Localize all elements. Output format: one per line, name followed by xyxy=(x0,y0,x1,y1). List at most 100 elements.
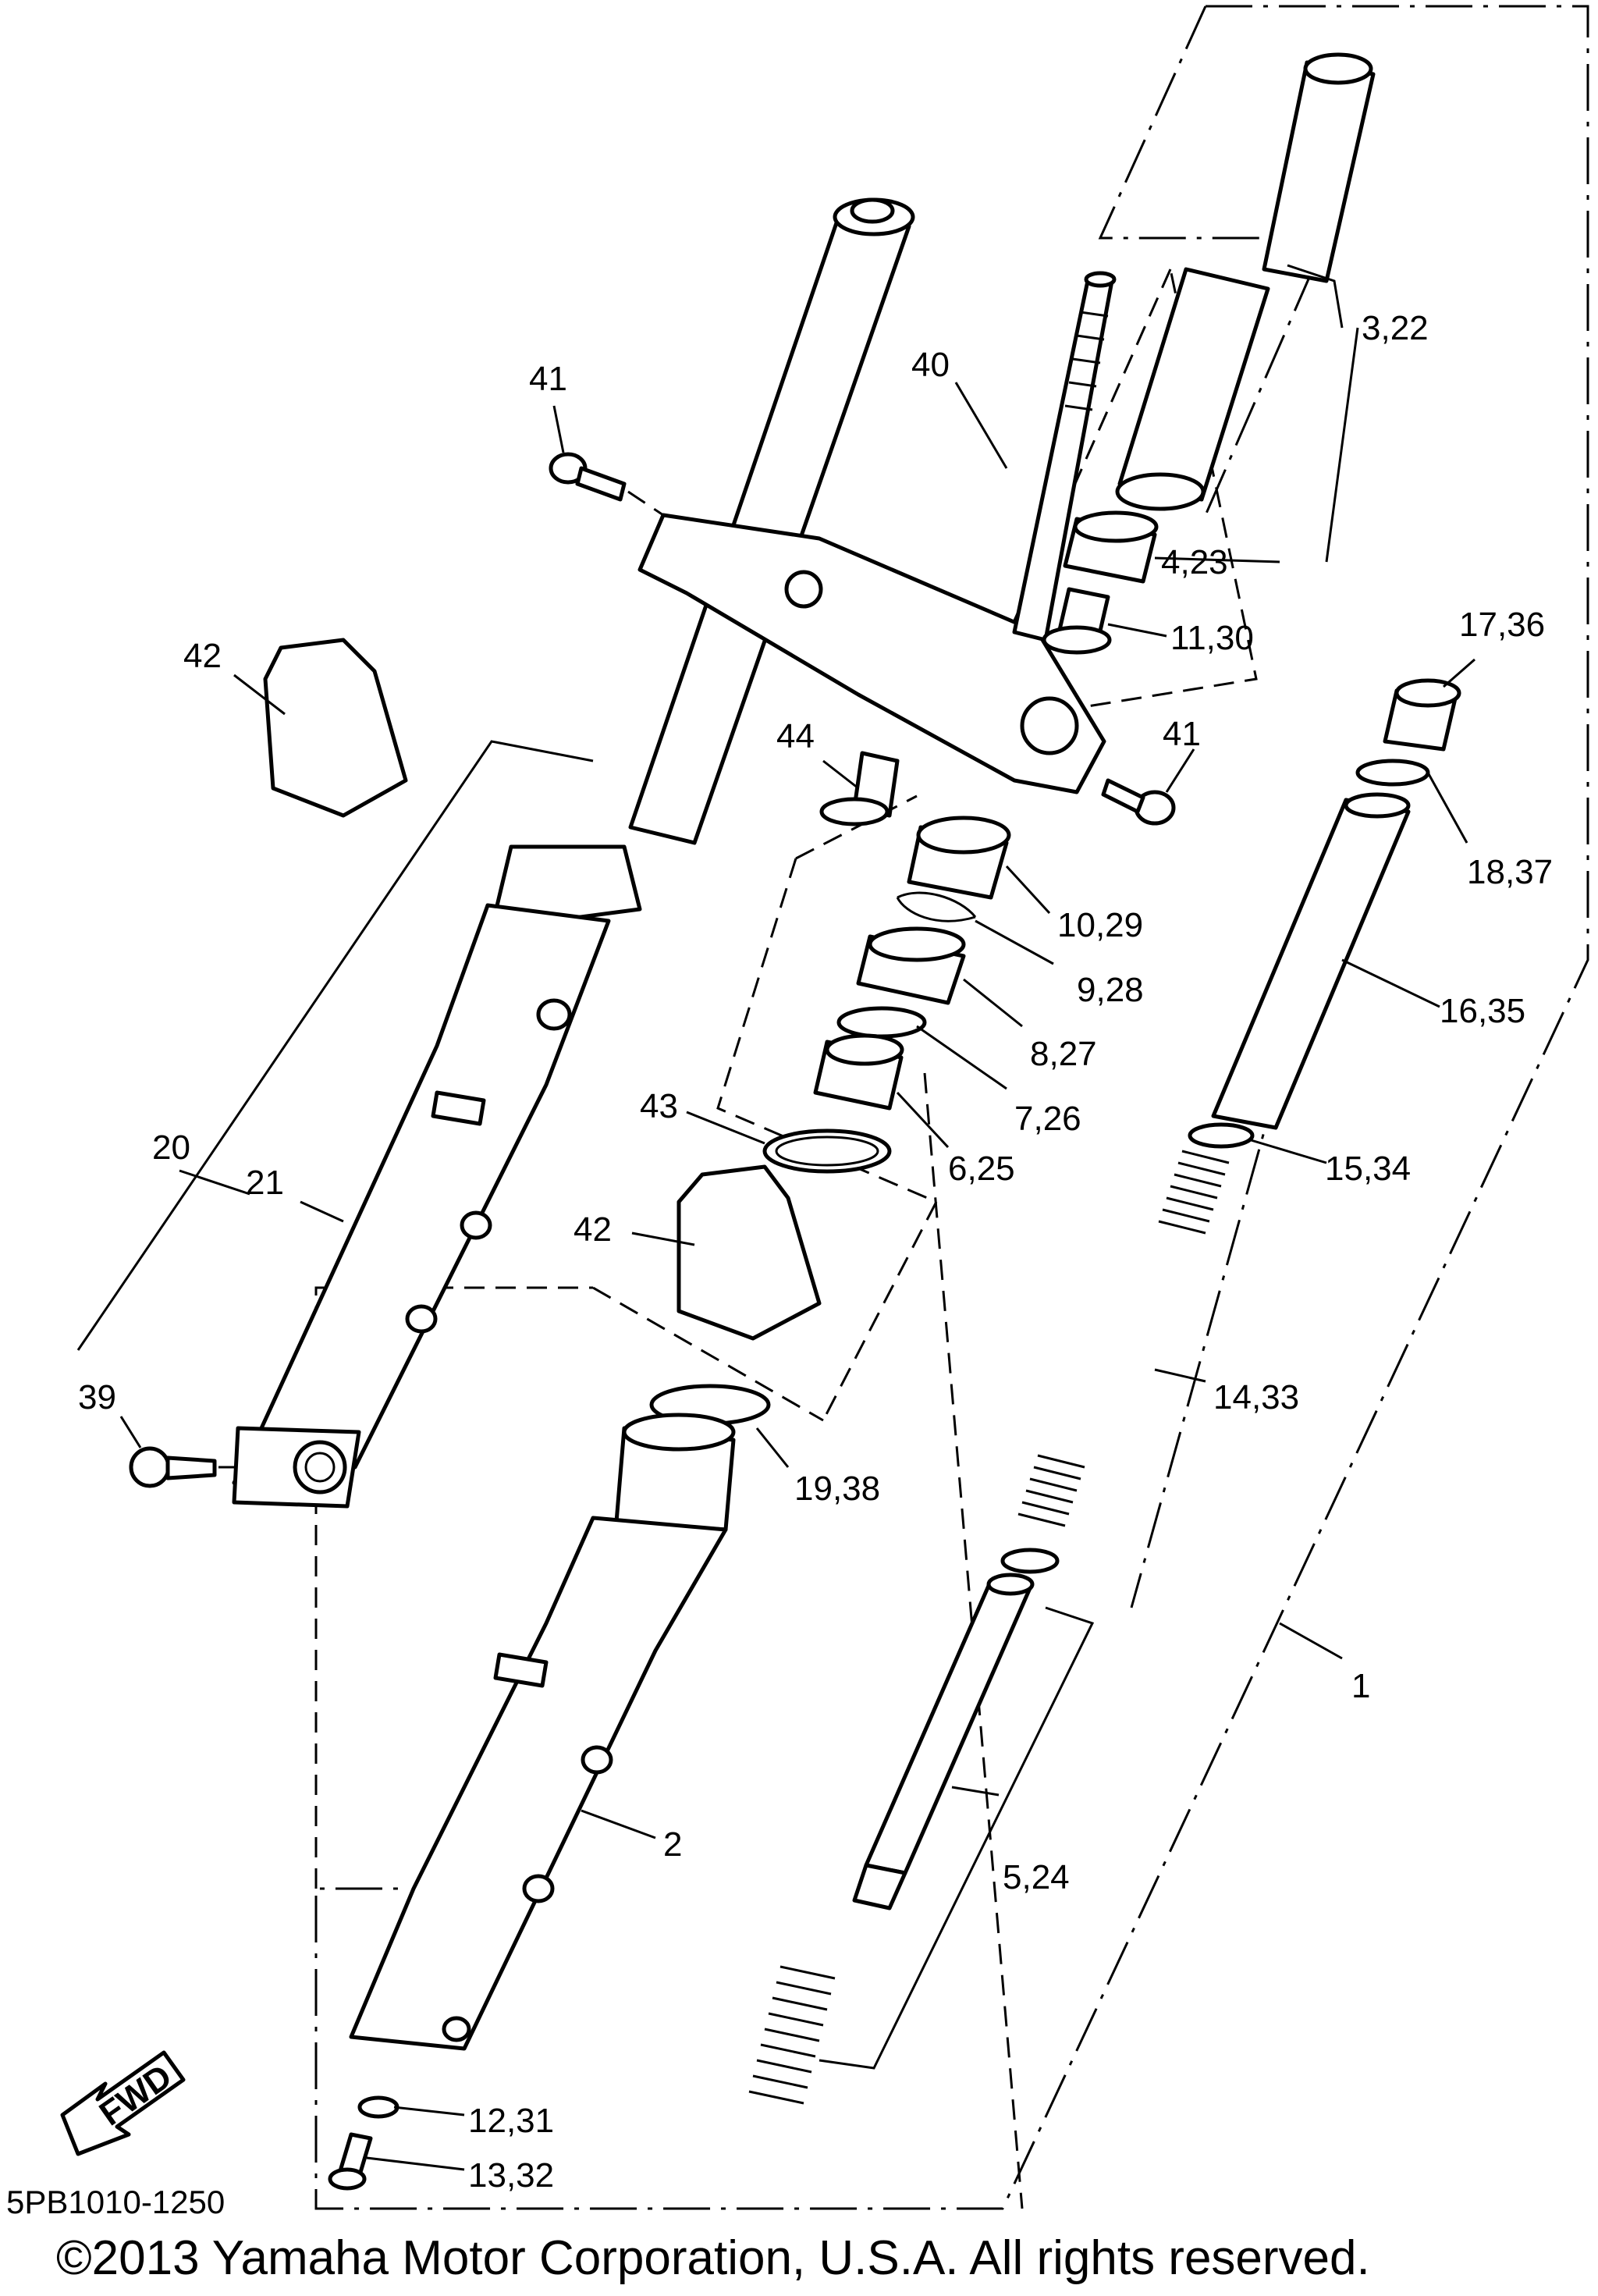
callout-14-33: 14,33 xyxy=(1213,1378,1299,1416)
callout-13-32: 13,32 xyxy=(468,2156,554,2195)
bolt-39-shank xyxy=(165,1455,217,1480)
under-bracket-body xyxy=(637,513,1106,794)
ring-43 xyxy=(762,1128,892,1174)
outer-tube-2-body xyxy=(349,1516,728,2051)
callout-42-mid: 42 xyxy=(574,1210,612,1249)
under-bracket-right-hole xyxy=(1020,696,1079,755)
leader-21 xyxy=(76,740,594,1351)
bushing-6-25-top xyxy=(825,1033,904,1066)
callout-6-25: 6,25 xyxy=(948,1150,1015,1188)
leader-18-37 xyxy=(1426,772,1468,844)
leader-20 xyxy=(179,1169,250,1196)
cover-42-mid-body xyxy=(676,1164,822,1341)
callout-15-34: 15,34 xyxy=(1325,1150,1411,1188)
leader-41-top xyxy=(552,405,565,453)
callout-10-29: 10,29 xyxy=(1057,906,1143,944)
leader-39 xyxy=(119,1416,142,1448)
leader-7-26 xyxy=(916,1025,1007,1090)
stem-nut-44 xyxy=(819,751,900,826)
seal-10-29-top xyxy=(916,816,1011,855)
callout-17-36: 17,36 xyxy=(1459,606,1545,644)
left-outer-tube-boss-1 xyxy=(536,998,572,1031)
fork-spring-14-33-upper xyxy=(1158,1150,1230,1235)
leader-43 xyxy=(686,1111,765,1145)
stem-nut-44-flange xyxy=(819,797,890,826)
left-fork-leg xyxy=(232,197,915,1509)
callout-20: 20 xyxy=(152,1128,190,1167)
fwd-arrow: FWD xyxy=(60,2050,186,2156)
callout-19-38: 19,38 xyxy=(794,1470,880,1508)
fork-spring-14-33-lower xyxy=(1017,1454,1085,1527)
leader-3-22 xyxy=(1287,264,1359,563)
leader-10-29 xyxy=(1005,865,1051,915)
bushing-4-23 xyxy=(1063,510,1159,584)
callout-21: 21 xyxy=(246,1164,284,1202)
washer-15-34 xyxy=(1188,1122,1255,1149)
spacer-16-35 xyxy=(1211,792,1411,1130)
callout-7-26: 7,26 xyxy=(1014,1100,1081,1138)
callout-43: 43 xyxy=(640,1087,678,1125)
callout-40: 40 xyxy=(911,346,950,384)
bolt-41-top-axis xyxy=(627,490,664,517)
fork-spring-14-33 xyxy=(1017,1150,1230,1527)
leader-2 xyxy=(581,1809,656,1839)
outer-tube-2-boss-1 xyxy=(581,1745,613,1775)
callout-42-top: 42 xyxy=(183,637,222,675)
leader-44 xyxy=(822,759,859,790)
callout-18-37: 18,37 xyxy=(1467,853,1553,891)
left-axle-hole-inner xyxy=(304,1452,336,1483)
callout-labels: 40 41 3,22 4,23 11,30 17,36 42 44 41 18,… xyxy=(78,309,1553,2195)
fork-assembly-1-outline xyxy=(314,5,1589,2210)
bolt-13-32 xyxy=(328,2132,373,2191)
callout-5-24: 5,24 xyxy=(1003,1858,1070,1896)
steering-stem xyxy=(1012,275,1114,642)
outer-tube-2-rim xyxy=(622,1413,736,1452)
callout-9-28: 9,28 xyxy=(1077,971,1144,1009)
leader-14-33 xyxy=(1154,1368,1206,1383)
leader-8-27 xyxy=(963,978,1023,1028)
inner-tube-axis-line xyxy=(1130,795,1359,1608)
outer-tube-2-boss-3 xyxy=(442,2016,471,2042)
callout-12-31: 12,31 xyxy=(468,2102,554,2140)
left-outer-tube xyxy=(232,903,611,1485)
leader-17-36 xyxy=(1443,658,1475,688)
upper-tube-lower xyxy=(1117,267,1270,502)
callout-8-27: 8,27 xyxy=(1030,1035,1097,1073)
bushing-11-30 xyxy=(1042,587,1112,655)
leader-12-31 xyxy=(393,2106,465,2117)
seal-10-29 xyxy=(907,816,1011,900)
spacer-16-35-top xyxy=(1344,792,1411,819)
leader-42-top xyxy=(233,674,286,716)
diagram-code: 5PB1010-1250 xyxy=(6,2184,225,2220)
seal-8-27 xyxy=(856,926,966,1005)
seal-8-27-top xyxy=(868,926,966,962)
ring-5-24-top xyxy=(1000,1548,1060,1574)
fwd-arrow-icon xyxy=(60,2050,186,2156)
left-axle-hole xyxy=(293,1440,347,1495)
cap-bolt-17-36 xyxy=(1383,678,1461,752)
leader-42-mid xyxy=(631,1232,695,1246)
callout-4-23: 4,23 xyxy=(1161,543,1228,581)
callout-3-22: 3,22 xyxy=(1362,309,1429,347)
leader-6-25 xyxy=(896,1091,950,1149)
callout-44: 44 xyxy=(776,717,815,755)
outer-tube-2-pin xyxy=(493,1652,549,1688)
leader-13-32 xyxy=(366,2156,465,2171)
copyright-notice: ©2013 Yamaha Motor Corporation, U.S.A. A… xyxy=(56,2231,1370,2285)
washer-7-26 xyxy=(836,1006,927,1039)
upper-tube-top xyxy=(1262,60,1376,283)
bolt-13-32-head xyxy=(328,2167,367,2191)
damper-rod-tip xyxy=(852,1863,907,1910)
cover-42-mid xyxy=(676,1164,822,1341)
clip-9-28 xyxy=(896,891,977,922)
bolt-39-head xyxy=(129,1446,171,1488)
leader-15-34 xyxy=(1248,1138,1327,1164)
damper-rod-top xyxy=(986,1573,1035,1596)
leader-4-23 xyxy=(1154,556,1280,563)
leader-41-right xyxy=(1165,748,1195,793)
left-pin xyxy=(431,1090,486,1126)
steering-stem-thread xyxy=(1064,311,1109,411)
bolt-41-right-shank xyxy=(1101,778,1145,814)
callout-1: 1 xyxy=(1351,1667,1370,1705)
steering-stem-top xyxy=(1084,271,1117,288)
